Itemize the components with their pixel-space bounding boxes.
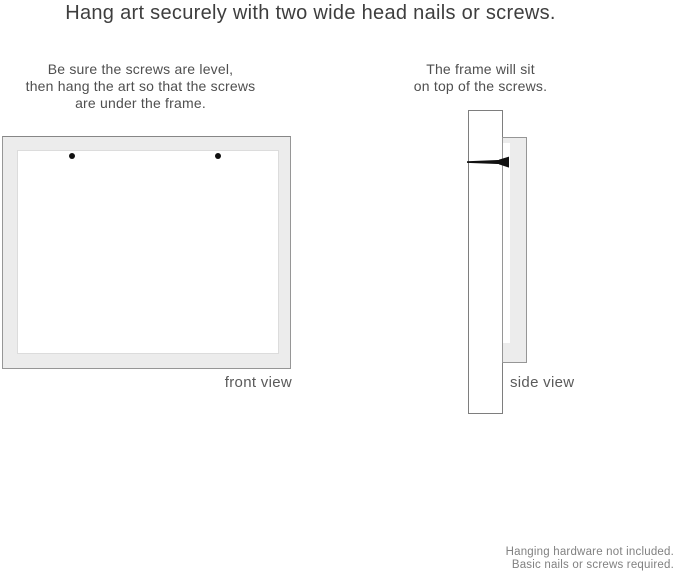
side-instructions: The frame will sit on top of the screws. [340,61,621,95]
nail-icon [467,156,509,168]
instruction-line: are under the frame. [75,95,206,111]
footer-line: Hanging hardware not included. [505,546,674,558]
front-instructions: Be sure the screws are level, then hang … [0,61,281,112]
instruction-line: The frame will sit [426,61,535,77]
frame-backing-strip [503,143,510,343]
nail-head-icon [215,153,221,159]
main-title: Hang art securely with two wide head nai… [65,2,556,24]
side-view-label: side view [510,374,575,391]
footer-line: Basic nails or screws required. [511,559,674,571]
instruction-line: then hang the art so that the screws [25,78,256,94]
footer-note: Hanging hardware not included. Basic nai… [506,546,674,572]
nail-head-icon [69,153,75,159]
front-view-label: front view [224,374,292,391]
instruction-line: Be sure the screws are level, [47,61,234,77]
instruction-line: on top of the screws. [413,78,548,94]
front-view-artwork-area [17,150,279,354]
